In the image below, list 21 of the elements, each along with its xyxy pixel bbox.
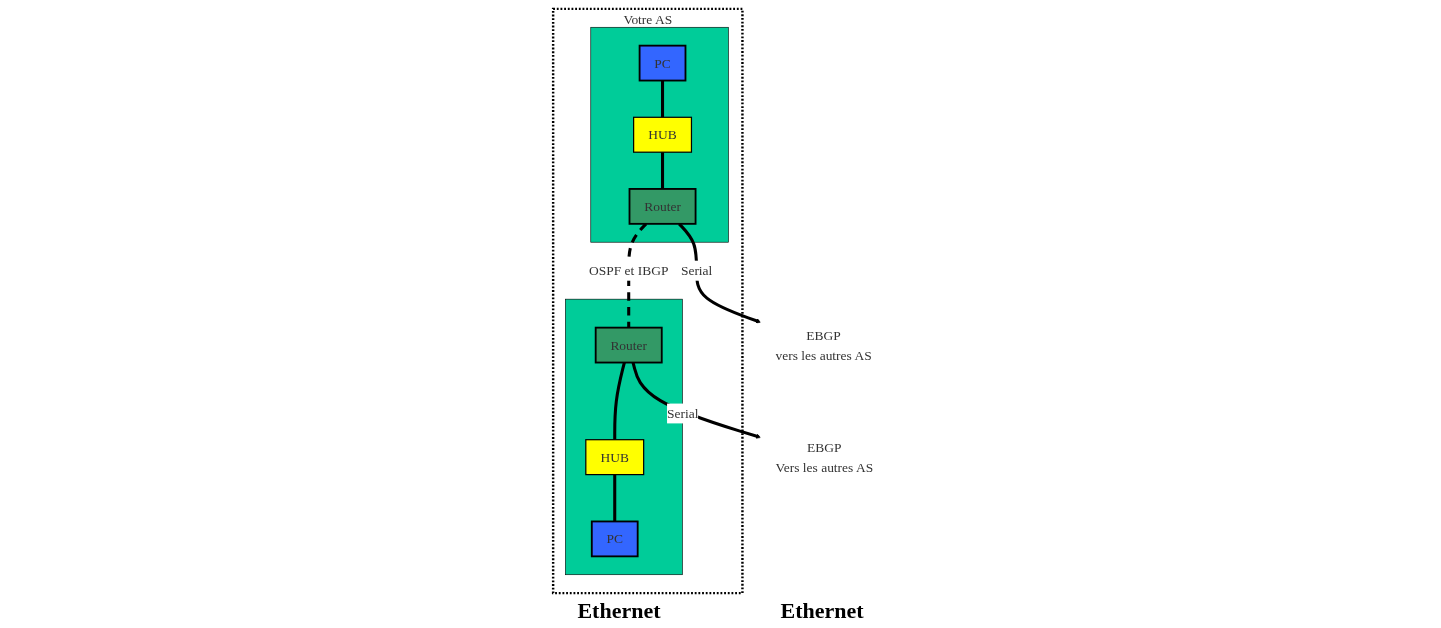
cluster [590,26,729,243]
node-box: Router [628,188,697,225]
edge-label: Serial [680,263,713,279]
connector [661,80,665,118]
arrow [678,222,762,324]
node-box: HUB [633,116,693,153]
interface-label: Ethernet [577,598,661,624]
connector [613,474,617,522]
node-text: EBGP Vers les autres AS [775,439,874,475]
edge-label: OSPF et IBGP [589,263,669,279]
connector [613,362,626,440]
node-box: Router [594,326,663,364]
node-box: PC [590,520,639,558]
edge-label: Serial [667,405,699,422]
connector [661,152,665,189]
interface-label: Ethernet [780,598,864,624]
node-box: HUB [585,439,645,476]
node-text: EBGP vers les autres AS [775,327,872,363]
node-box: PC [638,44,687,82]
connector [627,222,648,328]
arrow [631,362,762,439]
